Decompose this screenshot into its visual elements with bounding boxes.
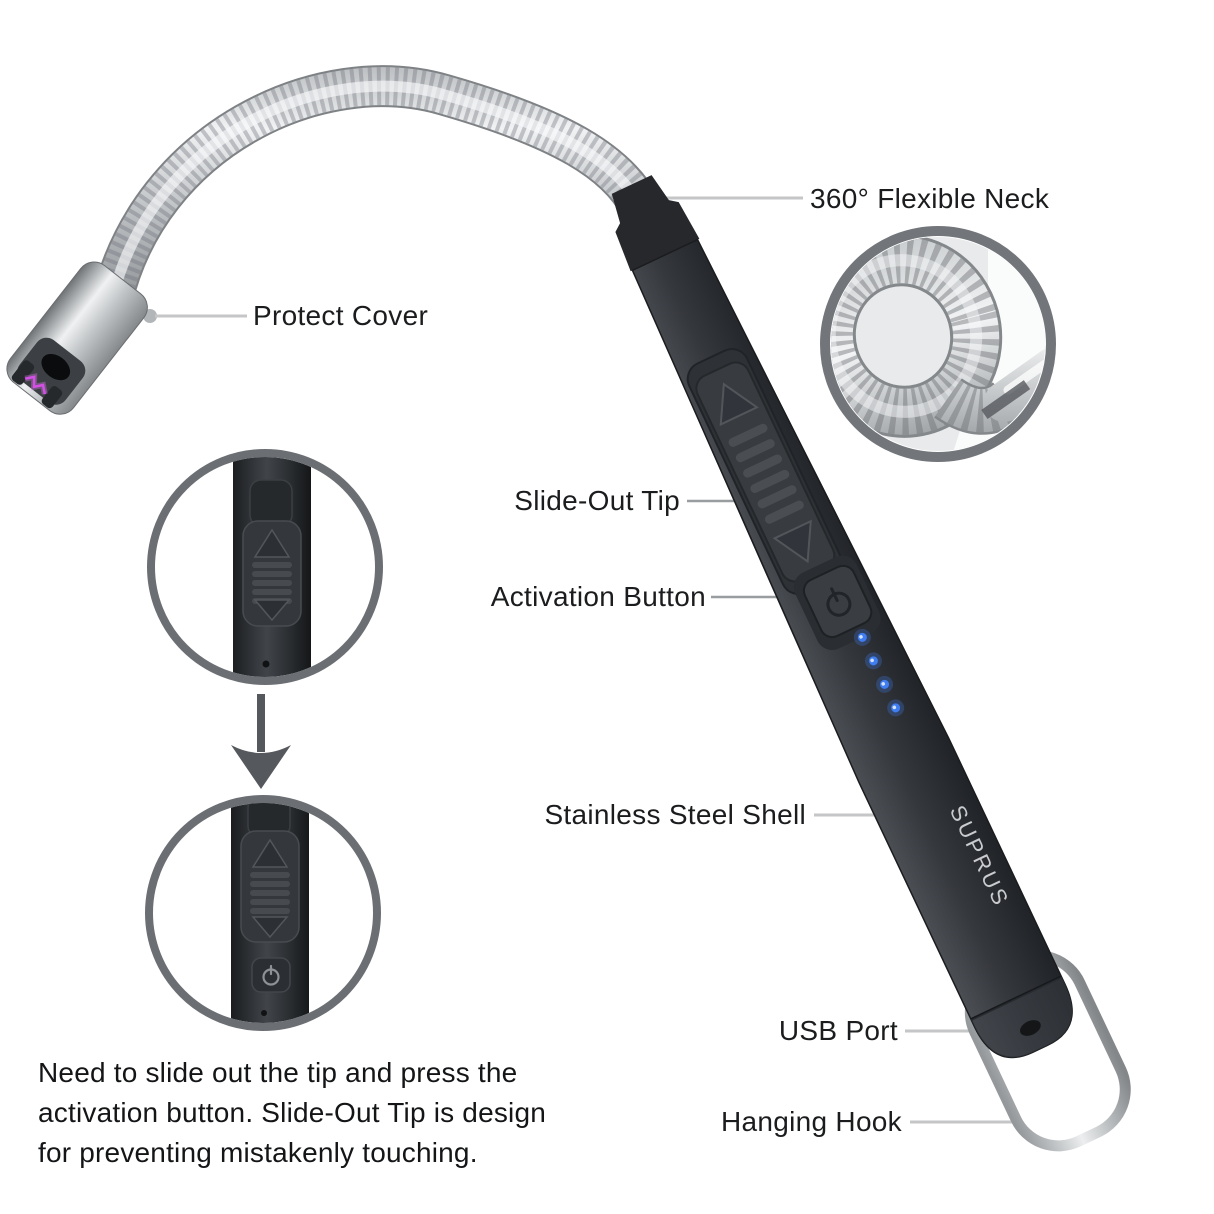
inset-ring [145, 795, 381, 1031]
arrow-down-icon [231, 694, 291, 789]
usage-note-line: for preventing mistakenly touching. [38, 1137, 478, 1168]
triangle-down-icon [253, 599, 291, 622]
label-activation-button: Activation Button [490, 581, 706, 612]
activation-button-control [802, 564, 873, 639]
label-usb-port: USB Port [778, 1015, 898, 1046]
label-slide-out-tip: Slide-Out Tip [514, 485, 680, 516]
usage-note: Need to slide out the tip and press the … [38, 1053, 638, 1173]
triangle-up-icon [719, 382, 759, 427]
battery-led-indicators [853, 628, 905, 717]
electric-spark [24, 375, 47, 395]
lighter-handle: SUPRUS [611, 175, 1131, 1152]
triangle-down-icon [251, 916, 289, 939]
inset-ring [147, 449, 383, 685]
flexible-neck [91, 65, 662, 321]
triangle-up-icon [251, 838, 289, 868]
revealed-activation-button [251, 957, 291, 993]
inset-slider-closed [147, 449, 383, 685]
label-stainless-steel-shell: Stainless Steel Shell [544, 799, 806, 830]
inset-ring [820, 226, 1056, 462]
slider-grip-ribs [728, 423, 804, 524]
triangle-down-icon [772, 519, 812, 564]
inset-slider-open [145, 795, 381, 1031]
inset-flexible-neck [820, 226, 1056, 462]
usb-port-hole [1020, 1020, 1041, 1036]
electrode-hole [41, 353, 71, 381]
protect-cover-tip [6, 261, 148, 415]
usage-note-line: Need to slide out the tip and press the [38, 1057, 518, 1088]
neck-collar [611, 175, 700, 272]
usage-note-line: activation button. Slide-Out Tip is desi… [38, 1097, 547, 1128]
triangle-up-icon [253, 528, 291, 558]
bottom-cap [971, 976, 1072, 1058]
slide-out-tip-slider [695, 361, 836, 583]
label-flexible-neck: 360° Flexible Neck [810, 183, 1050, 214]
label-protect-cover: Protect Cover [253, 300, 429, 331]
label-hanging-hook: Hanging Hook [720, 1106, 902, 1137]
